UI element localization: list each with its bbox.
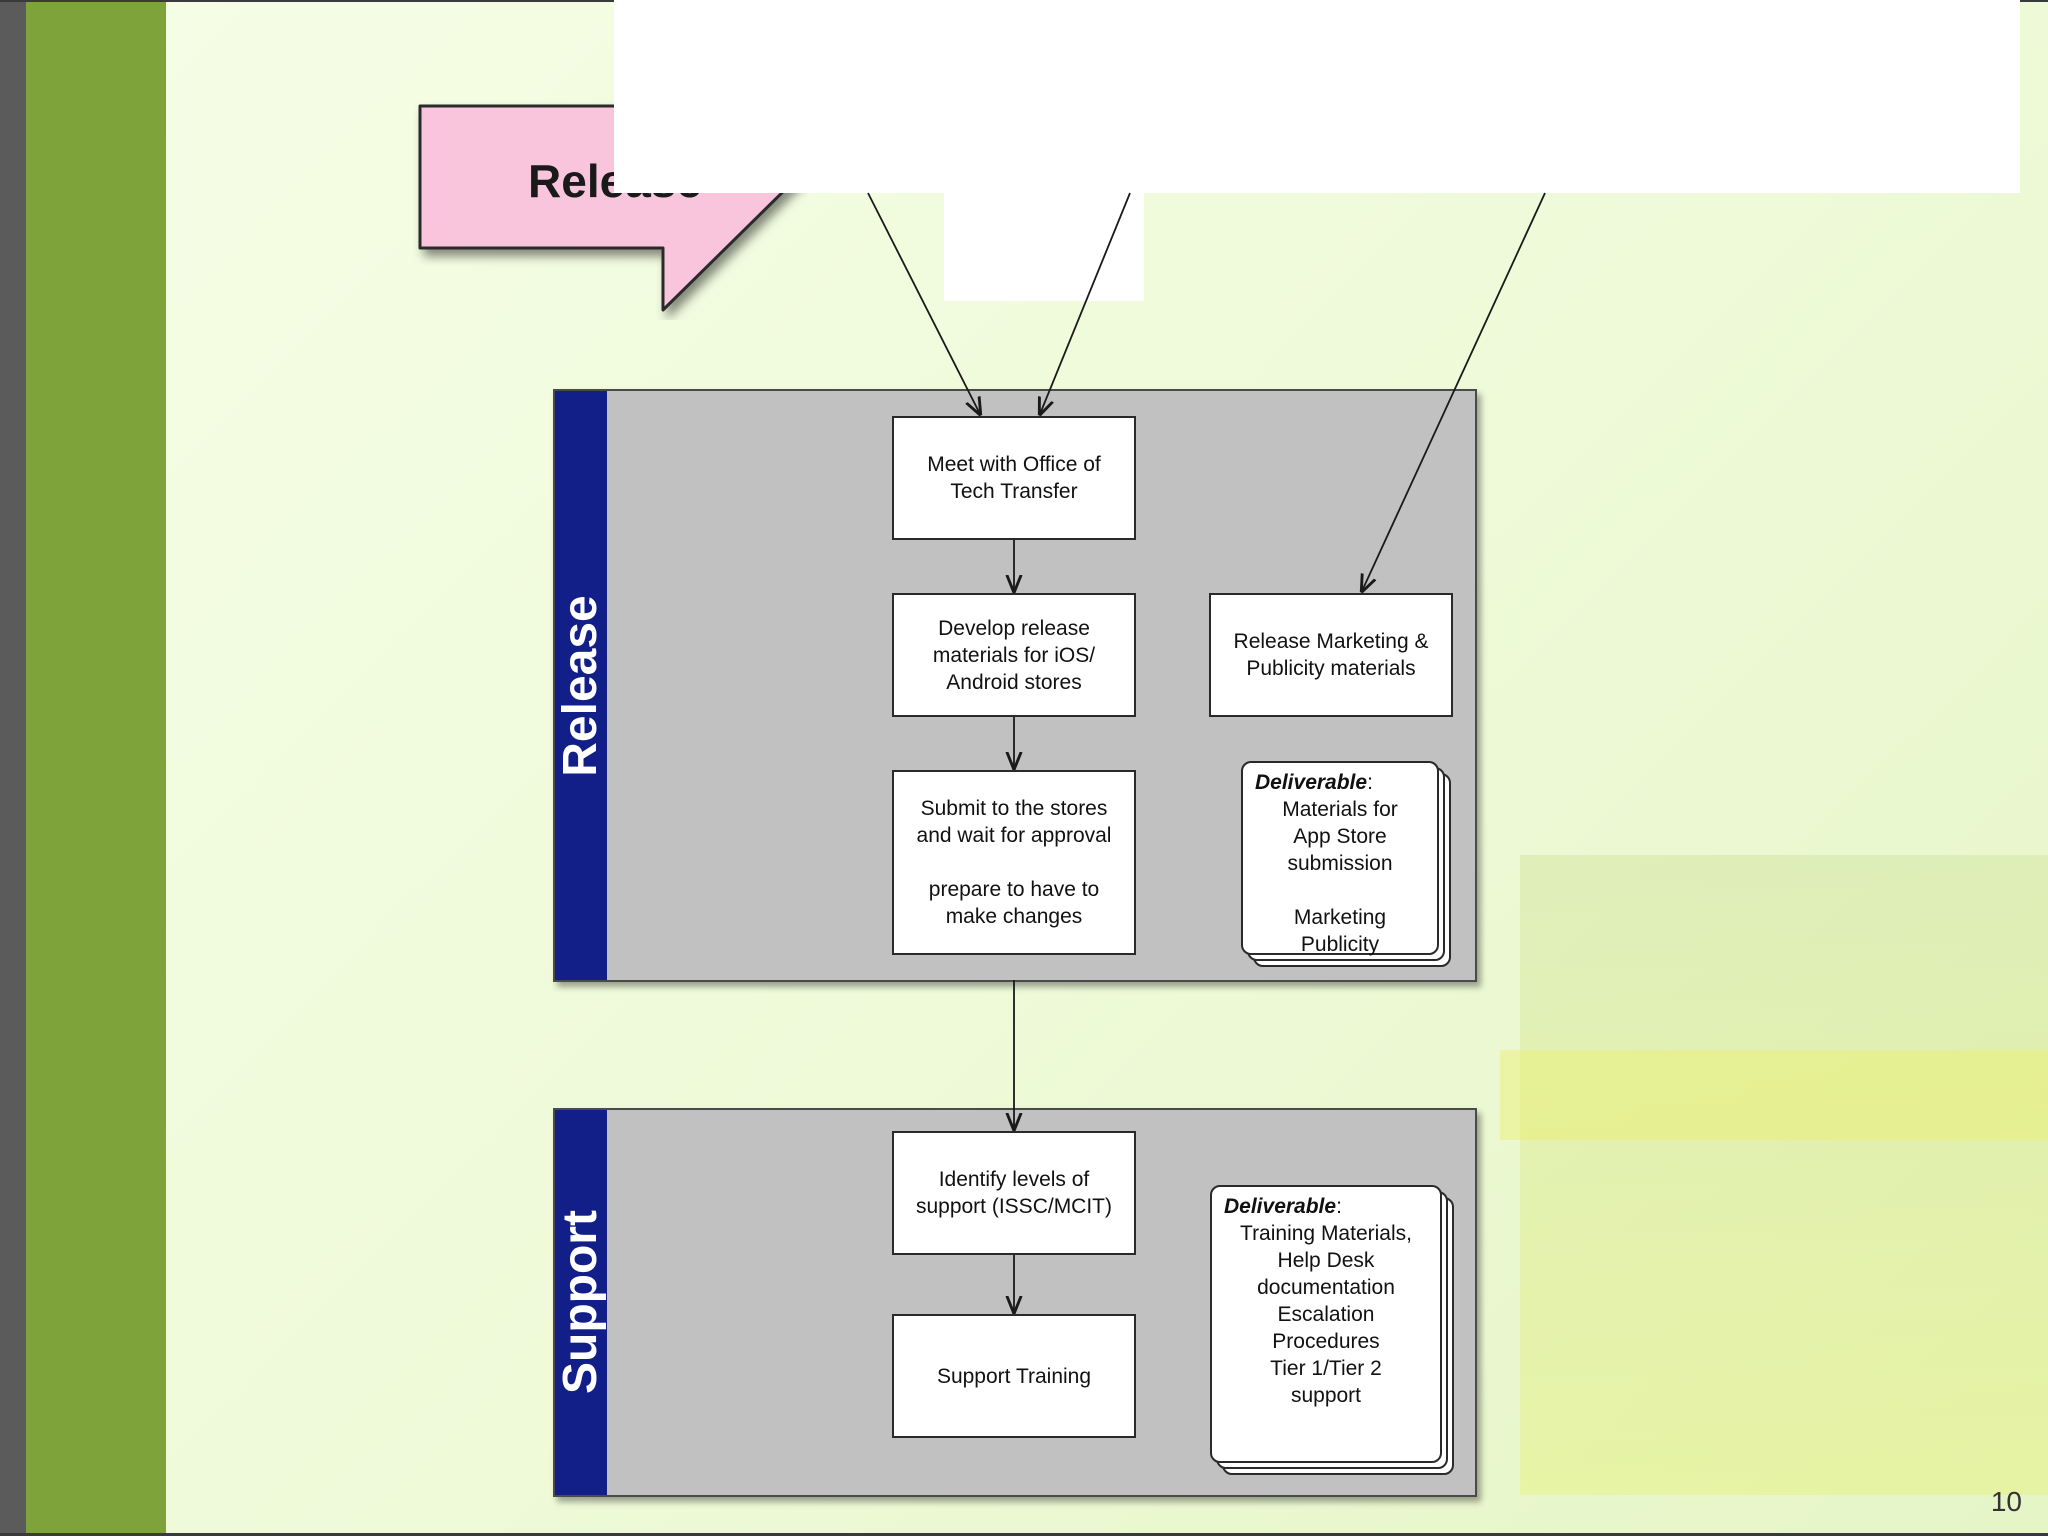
background-decoration-band	[1500, 1050, 2048, 1140]
step-submit-to-stores: Submit to the stores and wait for approv…	[892, 770, 1136, 955]
release-deliverable: Deliverable: Materials for App Store sub…	[1241, 761, 1439, 956]
connector-arrow	[1362, 192, 1546, 591]
deliverable-heading: Deliverable:	[1255, 771, 1373, 794]
connector-arrow	[1040, 192, 1131, 414]
step-support-training: Support Training	[892, 1314, 1136, 1438]
white-cover-panel	[614, 0, 2020, 193]
connector-arrow	[867, 192, 980, 414]
deliverable-body: Materials for App Store submission Marke…	[1282, 798, 1398, 956]
support-deliverable: Deliverable: Training Materials, Help De…	[1210, 1185, 1442, 1463]
step-meet-tech-transfer: Meet with Office of Tech Transfer	[892, 416, 1136, 540]
step-identify-support-levels: Identify levels of support (ISSC/MCIT)	[892, 1131, 1136, 1255]
release-lane-bar	[555, 391, 607, 980]
page-number: 10	[1990, 1486, 2022, 1517]
bottom-border	[0, 1533, 2048, 1536]
support-lane-bar	[555, 1110, 607, 1495]
left-green-sidebar	[26, 0, 166, 1536]
background-decoration	[1520, 855, 2048, 1495]
deliverable-body: Training Materials, Help Desk documentat…	[1240, 1222, 1412, 1407]
left-dark-strip	[0, 0, 26, 1536]
deliverable-heading: Deliverable:	[1224, 1195, 1342, 1218]
step-release-marketing: Release Marketing & Publicity materials	[1209, 593, 1453, 717]
step-develop-release-materials: Develop release materials for iOS/ Andro…	[892, 593, 1136, 717]
white-cover-panel-small	[944, 193, 1144, 301]
